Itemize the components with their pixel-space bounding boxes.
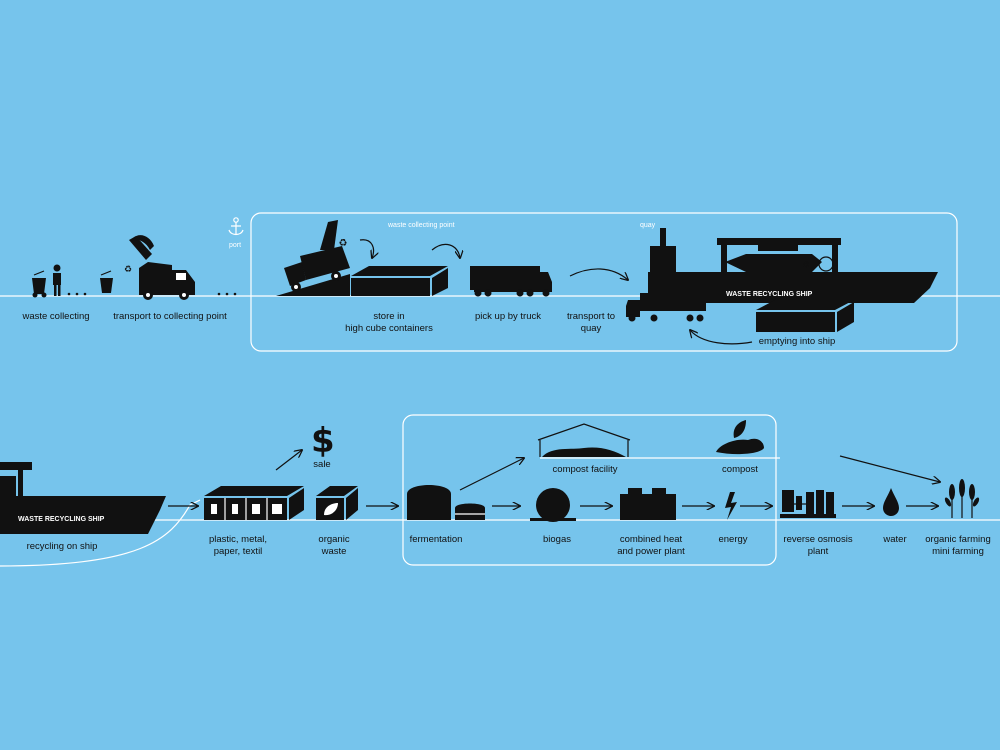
ship-name-bottom: WASTE RECYCLING SHIP (18, 516, 105, 523)
step-transport-collecting: transport to collecting point (113, 311, 227, 322)
waste-recycling-ship-icon: ♻ WASTE RECYCLING SHIP (648, 228, 938, 303)
quay-truck-icon (626, 293, 706, 322)
chp-l2: and power plant (617, 546, 685, 557)
step-waste-collecting: waste collecting (21, 311, 89, 322)
anchor-icon (228, 217, 244, 236)
reverse-osmosis-plant-icon (780, 490, 836, 518)
sale-label: sale (313, 459, 330, 470)
flow-curve-line (0, 499, 201, 567)
biogas-label: biogas (543, 534, 571, 545)
organic-container-icon (316, 486, 358, 520)
step-store-l2: high cube containers (345, 323, 433, 334)
step-store-l1: store in (373, 311, 404, 322)
lightning-icon (725, 492, 737, 520)
plastic-l2: paper, textil (214, 546, 263, 557)
garbage-truck-icon: ♻ (100, 235, 195, 300)
farming-l2: mini farming (932, 546, 984, 557)
organic-l1: organic (318, 534, 349, 545)
container-icon-quay (756, 300, 854, 332)
port-label: port (229, 242, 241, 249)
bottom-row: WASTE RECYCLING SHIP recycling on ship p… (0, 414, 1000, 567)
ship-name-top: WASTE RECYCLING SHIP (726, 291, 813, 298)
compost-facility-label: compost facility (553, 464, 618, 475)
quay-label: quay (640, 222, 656, 229)
high-cube-container-icon (351, 266, 448, 296)
arrow-to-truck-icon (431, 243, 460, 258)
dotted-path-icon-2 (217, 292, 237, 296)
recycling-on-ship-label: recycling on ship (27, 541, 98, 552)
waste-collecting-point-label: waste collecting point (387, 222, 455, 229)
energy-frame (402, 414, 777, 566)
wheat-icon (944, 479, 980, 518)
compost-label: compost (722, 464, 758, 475)
dotted-path-icon (67, 292, 87, 296)
chp-plant-icon (620, 488, 676, 520)
water-drop-icon (883, 488, 899, 516)
waste-collecting-icon (32, 264, 61, 298)
chp-l1: combined heat (620, 534, 683, 545)
energy-label: energy (718, 534, 747, 545)
svg-text:♻: ♻ (339, 238, 348, 249)
plastic-l1: plastic, metal, (209, 534, 267, 545)
step-emptying-into-ship: emptying into ship (759, 336, 836, 347)
step-transport-quay-l2: quay (581, 323, 602, 334)
svg-text:♻: ♻ (124, 264, 132, 274)
dollar-icon: $ (311, 421, 335, 461)
step-pick-up: pick up by truck (475, 311, 541, 322)
arrow-ro-to-farming-icon (839, 455, 940, 482)
container-truck-icon (470, 266, 552, 297)
water-label: water (882, 534, 906, 545)
recycling-ship-icon: WASTE RECYCLING SHIP (0, 462, 166, 534)
compost-facility-icon (537, 423, 780, 459)
svg-text:♻: ♻ (802, 260, 810, 270)
arrow-to-sale-icon (275, 450, 302, 471)
dump-truck-icon: ♻ (276, 220, 374, 296)
top-row: waste collecting ♻ transport to collecti… (0, 212, 1000, 352)
step-transport-quay-l1: transport to (567, 311, 615, 322)
organic-l2: waste (321, 546, 347, 557)
ro-l2: plant (808, 546, 829, 557)
arrow-emptying-icon (690, 330, 753, 345)
arrow-to-quay-icon (569, 268, 628, 280)
biogas-dome-icon (530, 488, 576, 522)
port-frame (250, 212, 958, 352)
fermentation-label: fermentation (410, 534, 463, 545)
sorting-containers-icon (204, 486, 304, 520)
ro-l1: reverse osmosis (783, 534, 852, 545)
farming-l1: organic farming (925, 534, 990, 545)
compost-hand-icon (716, 420, 764, 455)
fermentation-tank-icon (407, 485, 485, 520)
arrow-to-compost-facility-icon (459, 458, 524, 491)
